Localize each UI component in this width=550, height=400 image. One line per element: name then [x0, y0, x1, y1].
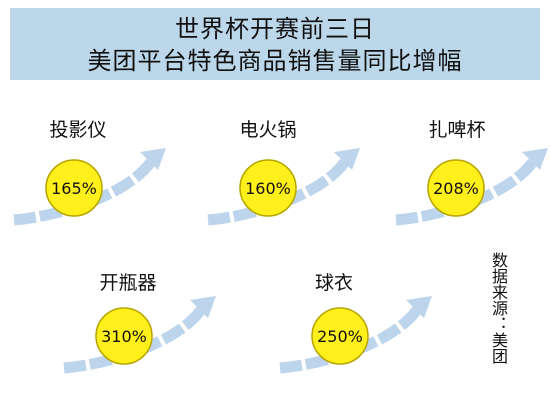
value-label: 160%: [245, 179, 291, 198]
value-label: 310%: [101, 327, 147, 346]
value-circle: [311, 307, 369, 365]
value-label: 165%: [51, 179, 97, 198]
chart-title-line-1: 世界杯开赛前三日: [175, 15, 375, 43]
chart-title-line-2: 美团平台特色商品销售量同比增幅: [87, 47, 463, 75]
value-circle: [239, 159, 297, 217]
title-banner: 世界杯开赛前三日 美团平台特色商品销售量同比增幅: [10, 8, 540, 80]
value-circle: [427, 159, 485, 217]
data-source-note: 数据来源：美团: [489, 252, 508, 364]
value-label: 208%: [433, 179, 479, 198]
category-label: 扎啤杯: [428, 119, 485, 141]
category-label: 电火锅: [239, 119, 296, 141]
value-label: 250%: [317, 327, 363, 346]
category-label: 投影仪: [49, 119, 106, 141]
category-label: 开瓶器: [99, 272, 156, 294]
value-circle: [95, 307, 153, 365]
value-circle: [45, 159, 103, 217]
category-label: 球衣: [315, 272, 353, 294]
